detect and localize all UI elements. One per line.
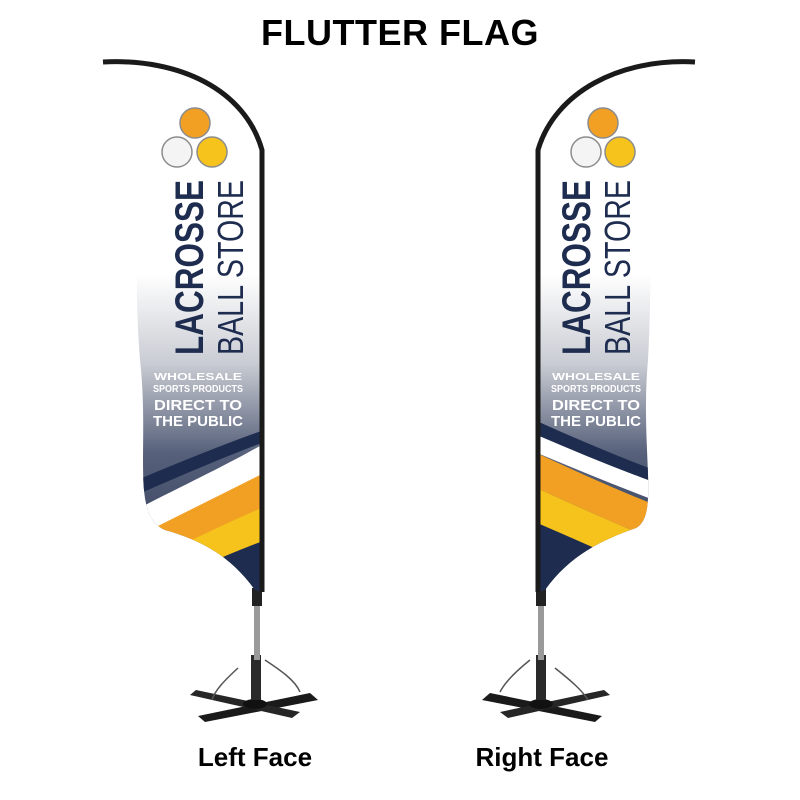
- right-flag-tag-line4: THE PUBLIC: [551, 413, 641, 430]
- left-flag-stand: [190, 655, 318, 722]
- left-flag-ball-logo: [161, 107, 228, 168]
- left-flag-brand-line2: BALL STORE: [210, 180, 251, 355]
- right-flag-tag-line1: WHOLESALE: [552, 372, 640, 383]
- page-title: FLUTTER FLAG: [261, 12, 539, 53]
- left-flag-tag-line4: THE PUBLIC: [153, 413, 243, 430]
- left-flag-tag-line1: WHOLESALE: [154, 372, 242, 383]
- right-flag-brand-line2: BALL STORE: [597, 180, 638, 355]
- right-flag-brand-line1: LACROSSE: [555, 180, 599, 355]
- right-face-caption: Right Face: [475, 742, 609, 772]
- left-flag: LACROSSE BALL STORE WHOLESALE SPORTS PRO…: [102, 59, 318, 722]
- right-flag-stand: [482, 655, 610, 722]
- right-flag: LACROSSE BALL STORE WHOLESALE SPORTS PRO…: [482, 59, 696, 722]
- left-flag-tag-line2: SPORTS PRODUCTS: [153, 384, 243, 395]
- left-flag-brand-line1: LACROSSE: [168, 180, 212, 355]
- right-flag-tag-line3: DIRECT TO: [552, 397, 640, 414]
- right-flag-tag-line2: SPORTS PRODUCTS: [551, 384, 641, 395]
- left-face-caption: Left Face: [197, 742, 313, 772]
- left-flag-pole: [254, 580, 260, 660]
- left-flag-tag-line3: DIRECT TO: [154, 397, 242, 414]
- right-flag-ball-logo: [570, 107, 636, 168]
- right-flag-pole: [538, 580, 544, 660]
